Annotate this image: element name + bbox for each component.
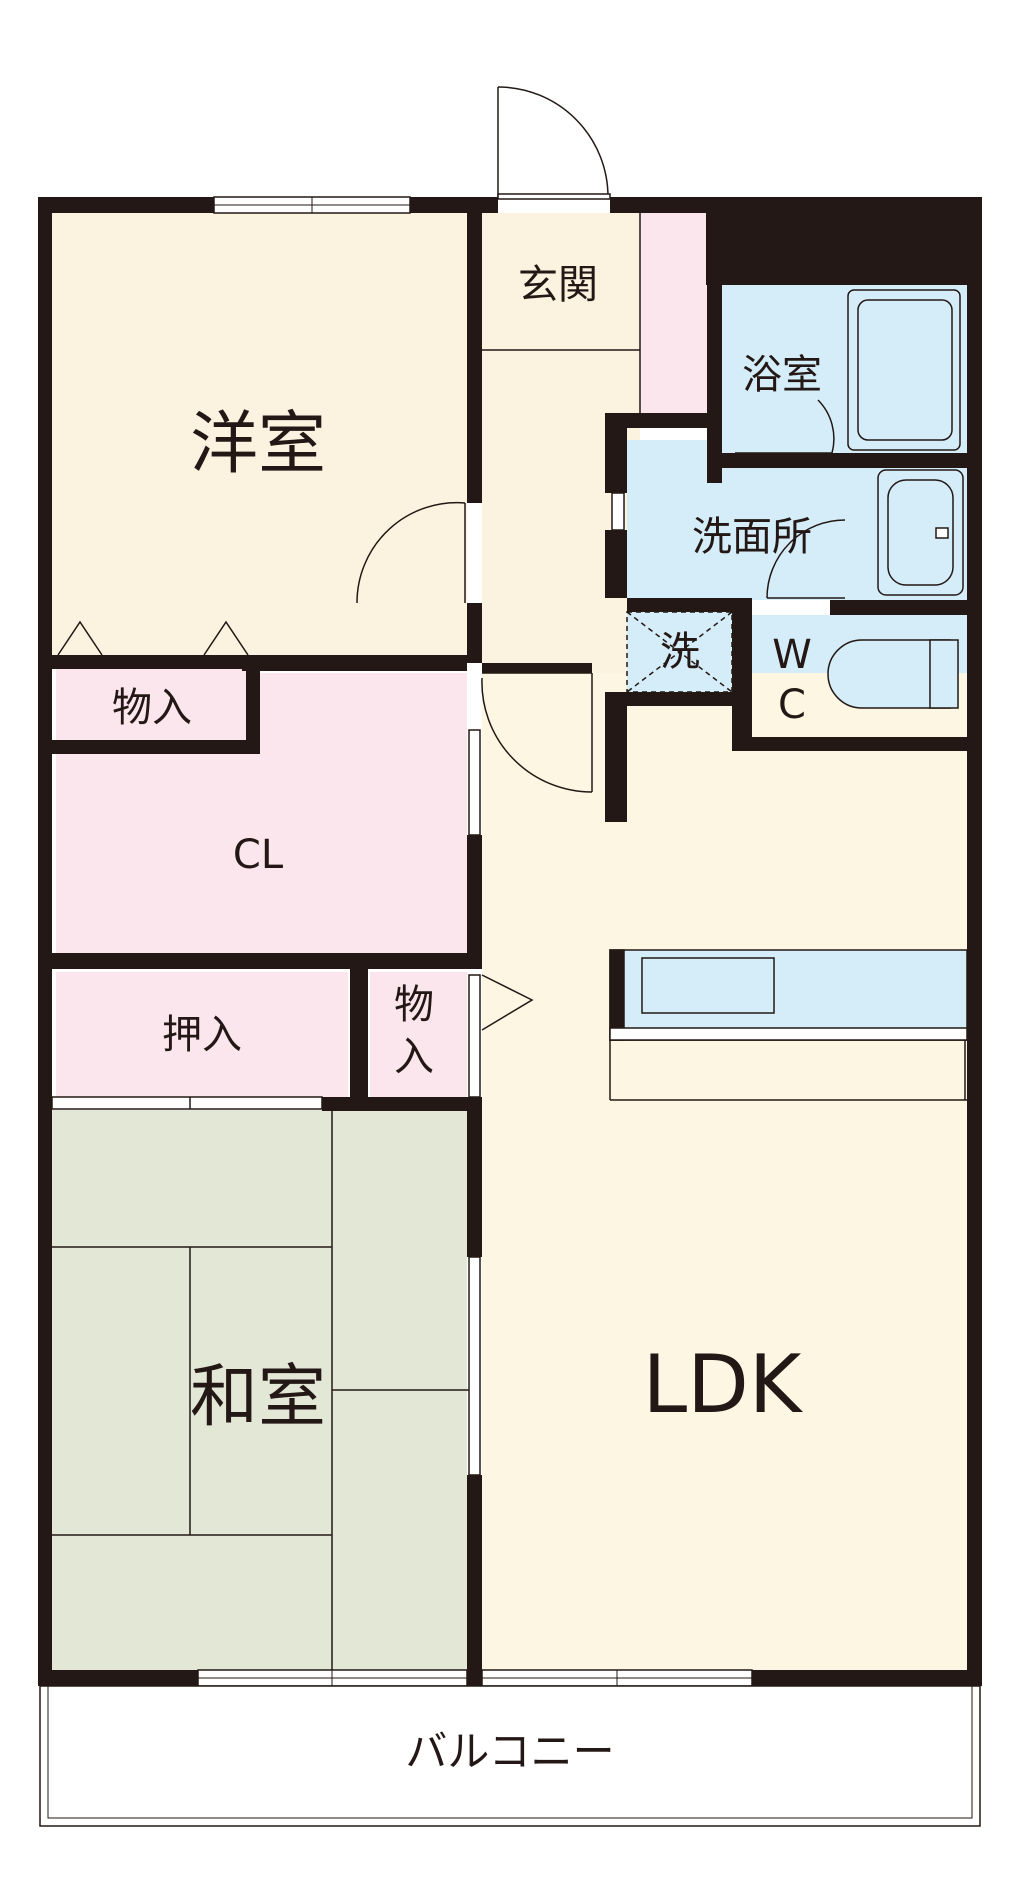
kitchen-counter xyxy=(609,949,968,1041)
washbasin-icon xyxy=(877,469,964,596)
door-swings xyxy=(356,86,846,1031)
label-western-room: 洋室 xyxy=(190,405,326,484)
western-room-floor xyxy=(52,213,467,660)
label-wc-w: W xyxy=(772,632,812,678)
balcony xyxy=(39,1685,981,1827)
oshiire-floor xyxy=(56,972,348,1097)
fixtures xyxy=(609,289,968,1041)
label-oshiire: 押入 xyxy=(162,1012,242,1058)
window-balcony-japanese xyxy=(197,1669,468,1687)
small-storage-door xyxy=(481,974,534,1031)
label-balcony: バルコニー xyxy=(405,1727,614,1776)
closet-folding-doors xyxy=(57,620,249,656)
bathtub-icon xyxy=(847,289,961,451)
label-entrance: 玄関 xyxy=(518,262,598,308)
window-balcony-ldk xyxy=(481,1669,753,1687)
label-storage-upper: 物入 xyxy=(112,685,192,731)
window-washroom xyxy=(611,492,625,531)
ldk-floor xyxy=(482,673,967,1670)
wc-door xyxy=(766,519,846,599)
sliding-doors xyxy=(51,729,481,1476)
western-room-door xyxy=(356,501,466,604)
entrance-door xyxy=(497,86,611,200)
label-storage-small-2: 入 xyxy=(394,1034,434,1080)
ldk-door xyxy=(481,672,593,793)
storage-small-floor xyxy=(370,972,467,1097)
washing-machine-icon xyxy=(626,611,733,693)
window-western xyxy=(213,196,411,214)
label-wc-c: C xyxy=(778,682,806,728)
walls xyxy=(38,197,982,1686)
label-ldk: LDK xyxy=(643,1338,804,1431)
windows xyxy=(197,196,753,1687)
label-storage-small-1: 物 xyxy=(394,982,434,1028)
toilet-icon xyxy=(827,639,959,709)
label-closet: CL xyxy=(233,832,284,878)
room-labels: 洋室 玄関 浴室 洗面所 洗 W C 物入 CL 押入 物 入 和室 LDK バ… xyxy=(112,262,822,1776)
label-japanese-room: 和室 xyxy=(190,1358,326,1437)
tatami-lines xyxy=(52,1110,472,1670)
bath-door xyxy=(735,399,835,454)
label-washroom: 洗面所 xyxy=(692,514,812,560)
label-bath: 浴室 xyxy=(742,352,822,398)
closet-floor xyxy=(56,673,467,953)
label-washer: 洗 xyxy=(660,629,700,675)
entrance-tile-floor xyxy=(640,213,707,413)
